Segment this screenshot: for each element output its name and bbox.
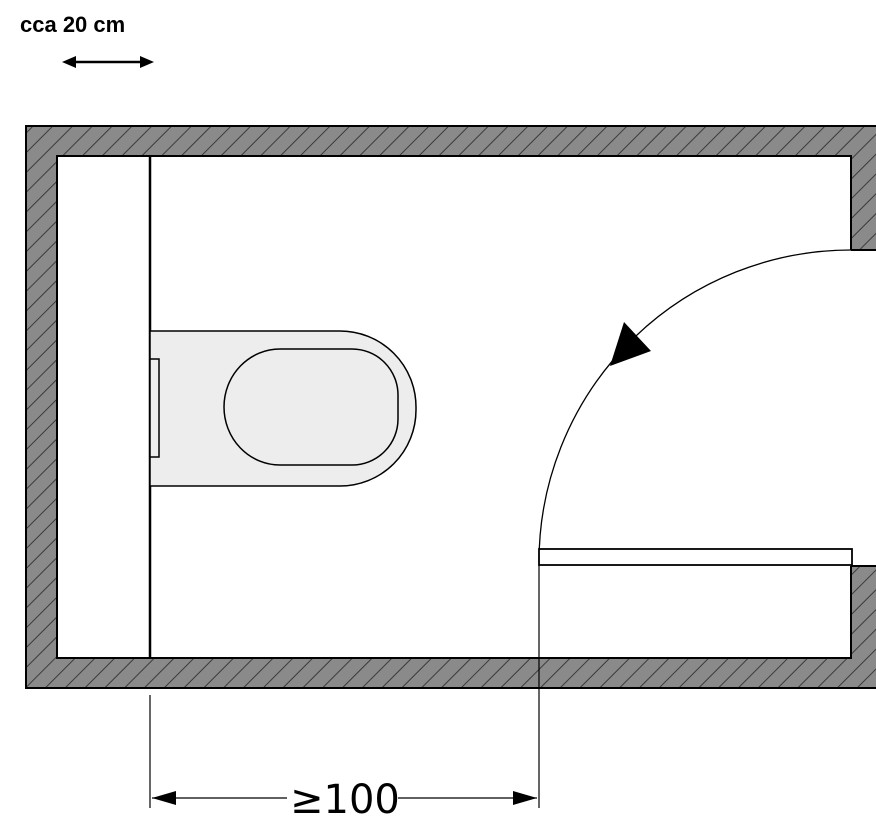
swing-arrow-icon [610,322,651,366]
wall-gap-arrow [62,56,154,68]
walls [25,125,876,689]
door [538,249,853,566]
toilet-fixture [149,330,417,487]
clearance-dimension [149,565,540,808]
clearance-label: ≥100 [290,777,400,816]
wall-gap-label: cca 20 cm [20,12,125,37]
